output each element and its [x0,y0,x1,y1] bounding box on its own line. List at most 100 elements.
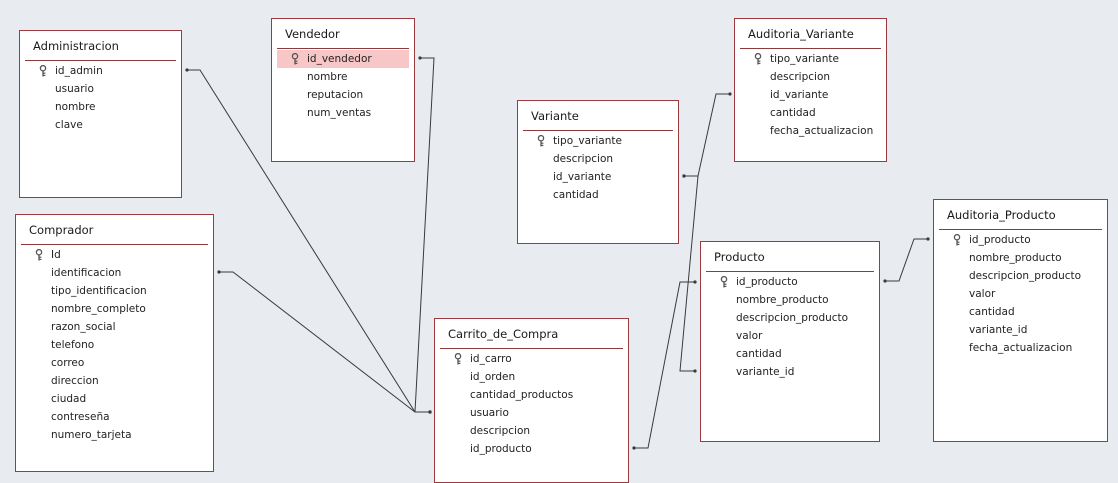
field-row-cantidad[interactable]: cantidad [523,186,673,204]
field-row-numero-tarjeta[interactable]: numero_tarjeta [21,426,208,444]
field-row-descripcion[interactable]: descripcion [440,422,623,440]
field-row-usuario[interactable]: usuario [25,80,176,98]
field-row-valor[interactable]: valor [939,285,1102,303]
field-label: usuario [470,407,509,419]
table-title[interactable]: Auditoria_Producto [947,208,1056,222]
field-label: descripcion_producto [736,312,849,324]
table-title[interactable]: Variante [531,109,579,123]
field-row-usuario[interactable]: usuario [440,404,623,422]
title-divider [523,130,673,131]
title-divider [939,229,1102,230]
field-row-correo[interactable]: correo [21,354,208,372]
field-row-fecha-actualizacion[interactable]: fecha_actualizacion [740,122,881,140]
field-list: id_producto nombre_producto descripcion_pr… [706,273,874,381]
field-row-id-vendedor[interactable]: id_vendedor [277,50,409,68]
field-label: id_producto [470,443,532,455]
field-row-id-producto[interactable]: id_producto [440,440,623,458]
field-row-id-producto[interactable]: id_producto [706,273,874,291]
field-row-tipo-variante[interactable]: tipo_variante [740,50,881,68]
field-row-fecha-actualizacion[interactable]: fecha_actualizacion [939,339,1102,357]
field-label: num_ventas [307,107,372,119]
field-label: id_vendedor [307,53,372,65]
field-row-ciudad[interactable]: ciudad [21,390,208,408]
field-row-id-orden[interactable]: id_orden [440,368,623,386]
table-auditoria-producto[interactable]: Auditoria_Producto id_producto nombre_prod… [933,199,1108,442]
title-divider [277,48,409,49]
table-title[interactable]: Carrito_de_Compra [448,327,559,341]
field-label: descripcion [770,71,831,83]
key-icon [38,64,48,77]
field-row-id-producto[interactable]: id_producto [939,231,1102,249]
field-row-contreseña[interactable]: contreseña [21,408,208,426]
table-title[interactable]: Administracion [33,39,119,53]
field-row-identificacion[interactable]: identificacion [21,264,208,282]
field-label: fecha_actualizacion [770,125,874,137]
table-title[interactable]: Vendedor [285,27,340,41]
field-row-cantidad-productos[interactable]: cantidad_productos [440,386,623,404]
field-row-descripcion[interactable]: descripcion [740,68,881,86]
field-row-id-variante[interactable]: id_variante [740,86,881,104]
field-label: cantidad [770,107,816,119]
field-row-nombre[interactable]: nombre [25,98,176,116]
field-row-cantidad[interactable]: cantidad [740,104,881,122]
table-title[interactable]: Comprador [29,223,94,237]
field-label: cantidad [553,189,599,201]
field-row-nombre-producto[interactable]: nombre_producto [706,291,874,309]
field-label: fecha_actualizacion [969,342,1073,354]
field-row-clave[interactable]: clave [25,116,176,134]
field-row-num-ventas[interactable]: num_ventas [277,104,409,122]
table-title[interactable]: Producto [714,250,765,264]
field-label: direccion [51,375,99,387]
field-row-variante-id[interactable]: variante_id [706,363,874,381]
field-row-nombre[interactable]: nombre [277,68,409,86]
field-label: id_producto [736,276,798,288]
field-label: id_orden [470,371,516,383]
field-row-id-carro[interactable]: id_carro [440,350,623,368]
field-label: nombre_producto [736,294,829,306]
field-label: Id [51,249,61,261]
field-row-nombre-producto[interactable]: nombre_producto [939,249,1102,267]
title-divider [706,271,874,272]
field-label: variante_id [969,324,1028,336]
field-label: id_admin [55,65,103,77]
field-row-direccion[interactable]: direccion [21,372,208,390]
field-row-tipo-identificacion[interactable]: tipo_identificacion [21,282,208,300]
table-auditoria-variante[interactable]: Auditoria_Variante tipo_variante descripci… [734,18,887,162]
field-row-razon-social[interactable]: razon_social [21,318,208,336]
field-row-cantidad[interactable]: cantidad [939,303,1102,321]
field-label: razon_social [51,321,116,333]
field-row-tipo-variante[interactable]: tipo_variante [523,132,673,150]
field-label: cantidad_productos [470,389,574,401]
field-row-valor[interactable]: valor [706,327,874,345]
table-title[interactable]: Auditoria_Variante [748,27,854,41]
field-label: id_producto [969,234,1031,246]
field-row-descripcion-producto[interactable]: descripcion_producto [706,309,874,327]
field-label: reputacion [307,89,364,101]
field-row-reputacion[interactable]: reputacion [277,86,409,104]
field-row-descripcion-producto[interactable]: descripcion_producto [939,267,1102,285]
field-row-descripcion[interactable]: descripcion [523,150,673,168]
key-icon [453,352,463,365]
field-row-nombre-completo[interactable]: nombre_completo [21,300,208,318]
field-row-id-admin[interactable]: id_admin [25,62,176,80]
key-icon [536,134,546,147]
key-icon [952,233,962,246]
field-row-id[interactable]: Id [21,246,208,264]
field-row-variante-id[interactable]: variante_id [939,321,1102,339]
field-row-id-variante[interactable]: id_variante [523,168,673,186]
field-row-cantidad[interactable]: cantidad [706,345,874,363]
field-row-telefono[interactable]: telefono [21,336,208,354]
field-label: numero_tarjeta [51,429,132,441]
